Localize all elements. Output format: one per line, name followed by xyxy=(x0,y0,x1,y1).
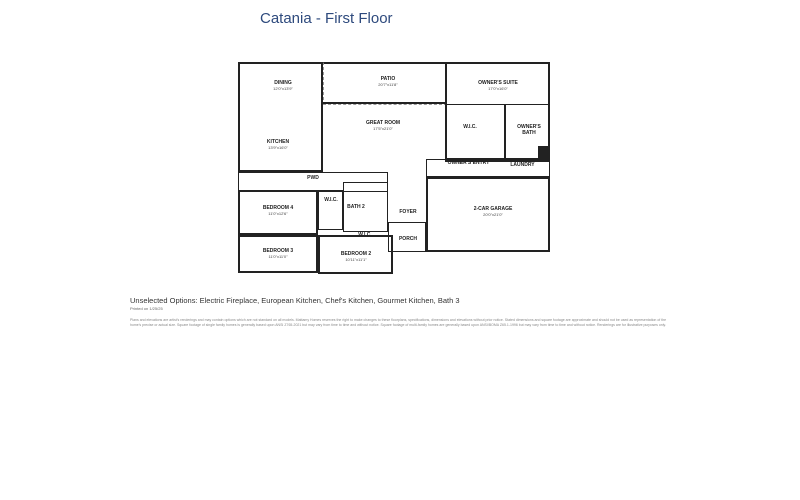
porch-walls xyxy=(388,222,426,252)
page-title: Catania - First Floor xyxy=(260,10,393,27)
room-wic2: W.I.C. xyxy=(324,197,338,203)
owners-bath-walls xyxy=(505,104,550,159)
room-wic: W.I.C. xyxy=(463,124,477,130)
bedroom2-walls xyxy=(318,235,393,274)
closet-fill xyxy=(538,146,548,158)
room-owners-bath: OWNER'S BATH xyxy=(517,124,541,136)
entry-laundry-walls xyxy=(426,159,550,177)
room-bath2: BATH 2 xyxy=(347,204,365,210)
disclaimer: Plans and elevations are artist's render… xyxy=(130,318,667,327)
room-porch: PORCH xyxy=(398,236,418,242)
room-owners-entry: OWNER'S ENTRY xyxy=(447,160,490,166)
bath2-walls xyxy=(343,182,388,232)
garage-walls xyxy=(426,177,550,252)
room-pwd: PWD xyxy=(307,175,319,181)
printed-date: Printed on 1/25/25 xyxy=(130,306,163,311)
unselected-options: Unselected Options: Electric Fireplace, … xyxy=(130,296,460,305)
room-wic3: W.I.C. xyxy=(358,232,372,238)
room-laundry: LAUNDRY xyxy=(510,162,535,168)
wic2-walls xyxy=(318,190,343,230)
dining-kitchen-walls xyxy=(238,62,323,172)
wic-walls xyxy=(445,104,505,159)
bedroom4-walls xyxy=(238,190,318,235)
bedroom3-walls xyxy=(238,235,318,273)
room-foyer: FOYER xyxy=(399,209,417,215)
great-room-walls xyxy=(323,102,445,217)
